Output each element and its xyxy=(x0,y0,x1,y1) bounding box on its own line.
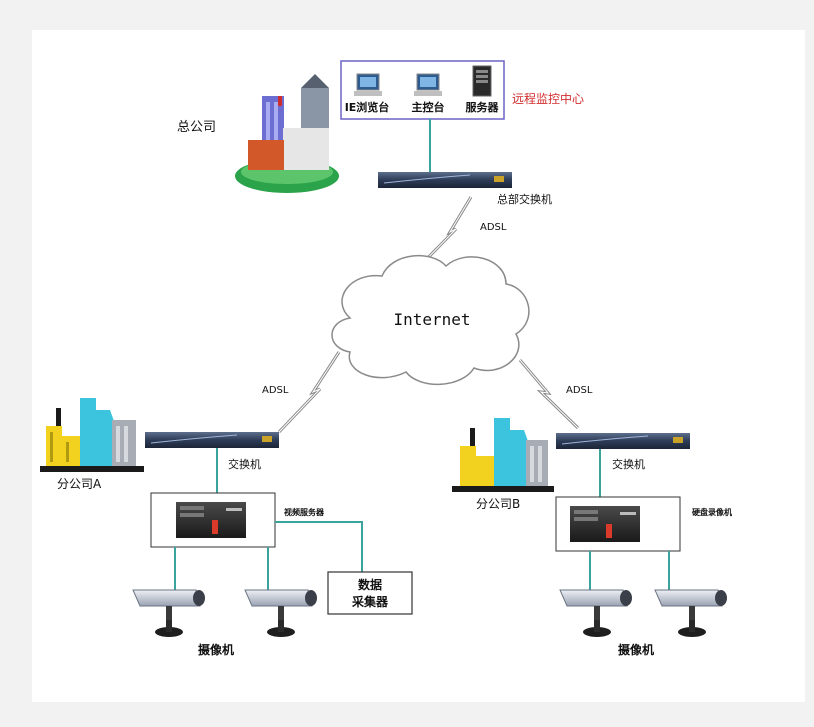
internet-label: Internet xyxy=(393,310,470,329)
branch-a-label: 分公司A xyxy=(57,477,102,491)
branch-a-building-icon xyxy=(40,398,144,472)
dvr-icon xyxy=(570,506,640,542)
hq-switch-icon xyxy=(378,172,512,188)
branch-b-camera-1-icon xyxy=(559,589,632,637)
main-console-computer-icon xyxy=(414,73,442,96)
branch-a-switch-label: 交换机 xyxy=(228,457,261,471)
video-server-label: 视频服务器 xyxy=(284,507,325,517)
adsl-branch-b-label: ADSL xyxy=(566,385,593,396)
branch-a-switch-icon xyxy=(145,432,279,448)
hq-building-icon xyxy=(235,74,339,193)
dvr-label: 硬盘录像机 xyxy=(692,507,732,517)
data-collector-label-line2: 采集器 xyxy=(351,594,389,609)
adsl-branch-b-link-icon xyxy=(518,359,580,430)
internet-cloud-icon xyxy=(331,254,530,385)
adsl-branch-a-link-icon xyxy=(277,351,341,434)
adsl-hq-label: ADSL xyxy=(480,222,507,233)
data-collector-box xyxy=(327,571,413,615)
data-collector-label-line1: 数据 xyxy=(358,577,382,592)
main-console-label: 主控台 xyxy=(412,100,445,114)
hq-switch-label: 总部交换机 xyxy=(497,192,552,206)
monitor-center-label: 远程监控中心 xyxy=(512,91,584,106)
link-a-server-to-data-collector xyxy=(275,521,363,572)
branch-b-label: 分公司B xyxy=(476,497,520,511)
branch-a-camera-2-icon xyxy=(244,589,317,637)
server-tower-icon xyxy=(472,65,492,97)
branch-b-switch-label: 交换机 xyxy=(612,457,645,471)
branch-b-camera-label: 摄像机 xyxy=(618,642,654,657)
server-label: 服务器 xyxy=(466,100,500,114)
ie-console-label: IE浏览台 xyxy=(345,100,390,114)
branch-b-switch-icon xyxy=(556,433,690,449)
branch-a-camera-label: 摄像机 xyxy=(198,642,234,657)
hq-label: 总公司 xyxy=(177,120,216,135)
branch-b-camera-2-icon xyxy=(654,589,727,637)
branch-b-building-icon xyxy=(452,418,554,492)
branch-a-camera-1-icon xyxy=(132,589,205,637)
ie-console-computer-icon xyxy=(354,73,382,96)
video-server-icon xyxy=(176,502,246,538)
adsl-branch-a-label: ADSL xyxy=(262,385,289,396)
adsl-hq-link-icon xyxy=(414,196,473,272)
